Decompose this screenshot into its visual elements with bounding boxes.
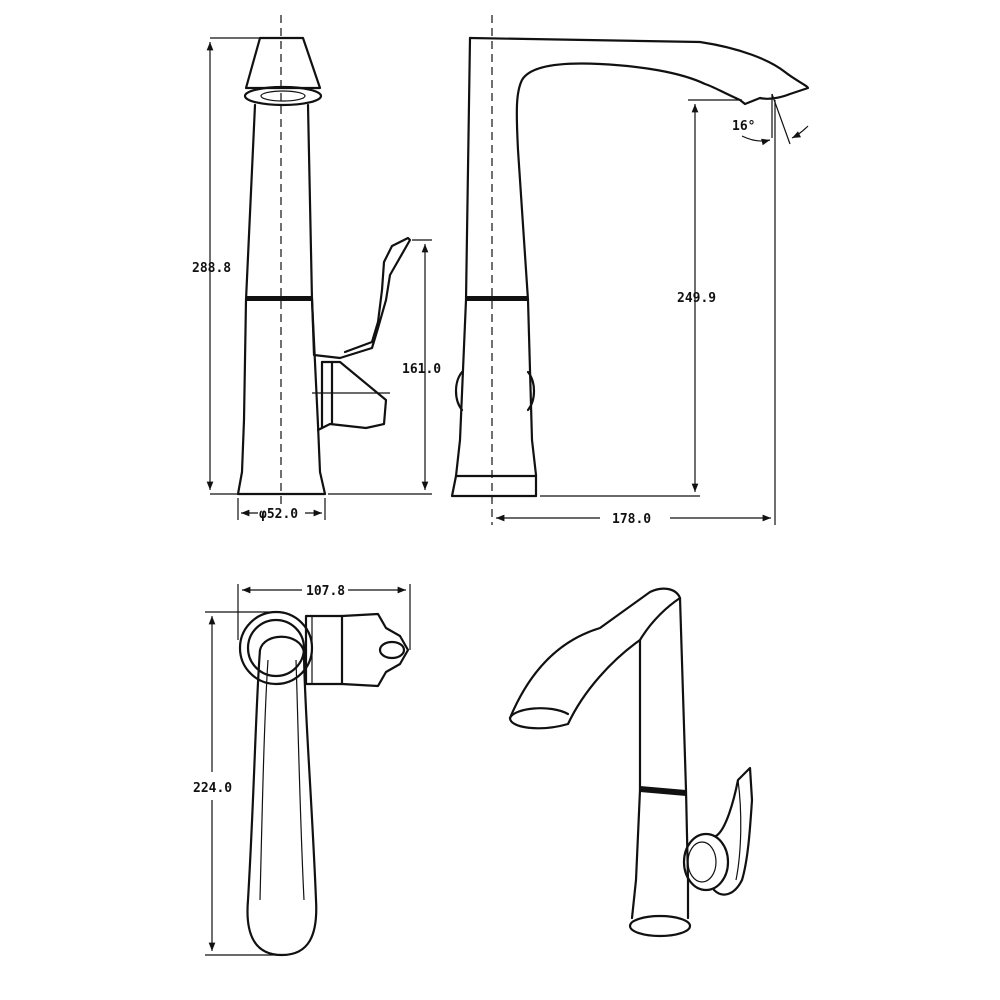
top-body-circle xyxy=(238,610,314,686)
iso-view xyxy=(508,587,754,938)
dim-label-angle: 16° xyxy=(732,119,755,134)
iso-spout-inner xyxy=(508,638,642,920)
top-handle-lever xyxy=(340,612,410,688)
dim-label-178: 178.0 xyxy=(612,512,651,527)
dim-label-diameter: φ52.0 xyxy=(259,507,298,522)
side-spout xyxy=(468,36,810,498)
iso-base xyxy=(628,914,692,938)
dim-label-107: 107.8 xyxy=(306,584,345,599)
front-aerator-inner xyxy=(260,90,306,102)
side-band xyxy=(466,296,528,301)
dim-label-249: 249.9 xyxy=(677,291,716,306)
side-body xyxy=(450,36,538,498)
iso-handle-knob xyxy=(682,832,730,892)
dim-label-161: 161.0 xyxy=(402,362,441,377)
front-handle xyxy=(310,236,412,360)
iso-spout-outer xyxy=(508,587,690,920)
dim-label-224: 224.0 xyxy=(193,781,232,796)
side-view: 249.9 16° 178.0 xyxy=(450,15,810,527)
dim-label-288: 288.8 xyxy=(192,261,231,276)
front-aerator-ring xyxy=(243,85,323,107)
top-spout xyxy=(246,635,318,957)
front-view: 288.8 161.0 φ52.0 xyxy=(192,15,441,522)
front-body xyxy=(236,103,327,496)
iso-band xyxy=(640,786,686,796)
front-band xyxy=(247,296,311,301)
iso-handle-lever xyxy=(712,766,754,896)
front-aerator xyxy=(244,36,322,90)
front-handle-base xyxy=(316,360,388,432)
top-view: 107.8 224.0 xyxy=(193,584,411,957)
